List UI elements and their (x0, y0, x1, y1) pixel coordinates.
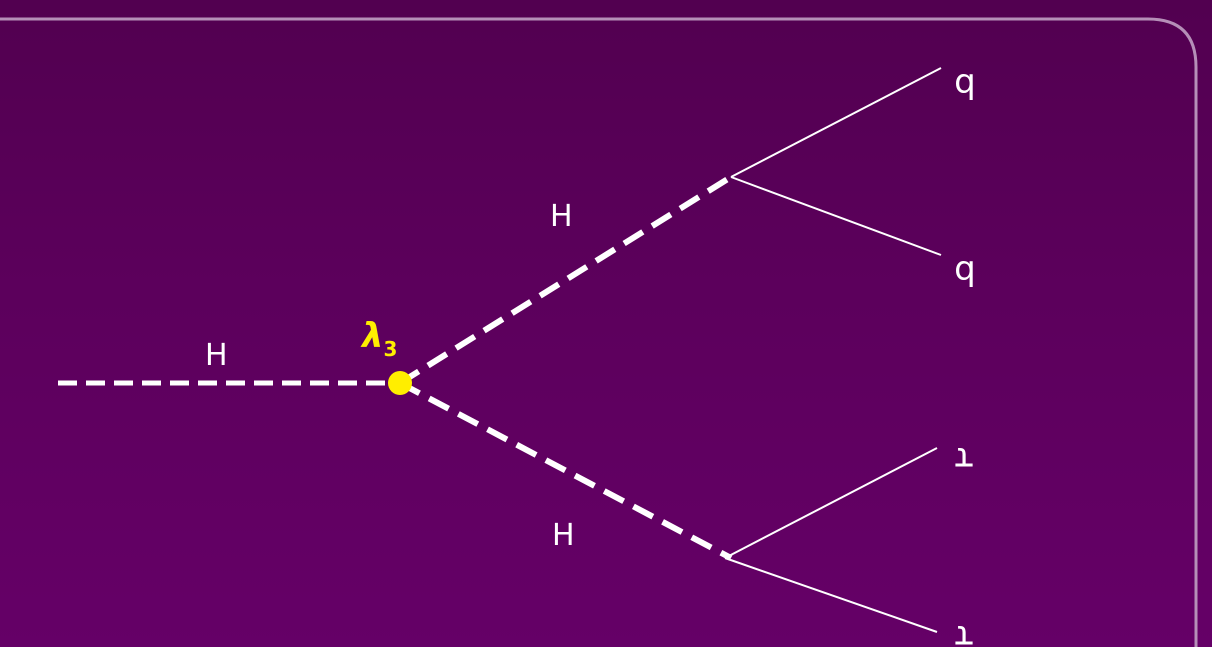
coupling-subscript: 3 (384, 337, 398, 361)
b-quark-line-2 (730, 176, 942, 256)
trilinear-vertex-dot (388, 371, 412, 395)
b-quark-label-2: b (954, 252, 976, 292)
upper-higgs-label: H (550, 199, 573, 234)
tau-line-1 (724, 447, 938, 559)
lower-higgs-propagator (398, 380, 733, 561)
lower-higgs-label: H (552, 518, 575, 553)
coupling-label: λ3 (360, 316, 397, 361)
tau-label-1: τ (954, 439, 974, 479)
tau-line-2 (724, 557, 938, 633)
fermion-lines (724, 67, 942, 633)
propagators (58, 174, 733, 561)
coupling-symbol: λ (360, 316, 384, 356)
tau-label-2: τ (954, 617, 974, 647)
b-quark-line-1 (730, 67, 942, 178)
labels: H H H λ3 b b τ τ (205, 65, 976, 647)
frame (0, 17, 1198, 647)
incoming-higgs-label: H (205, 338, 228, 373)
b-quark-label-1: b (954, 65, 976, 105)
frame-top-line (0, 17, 1198, 647)
